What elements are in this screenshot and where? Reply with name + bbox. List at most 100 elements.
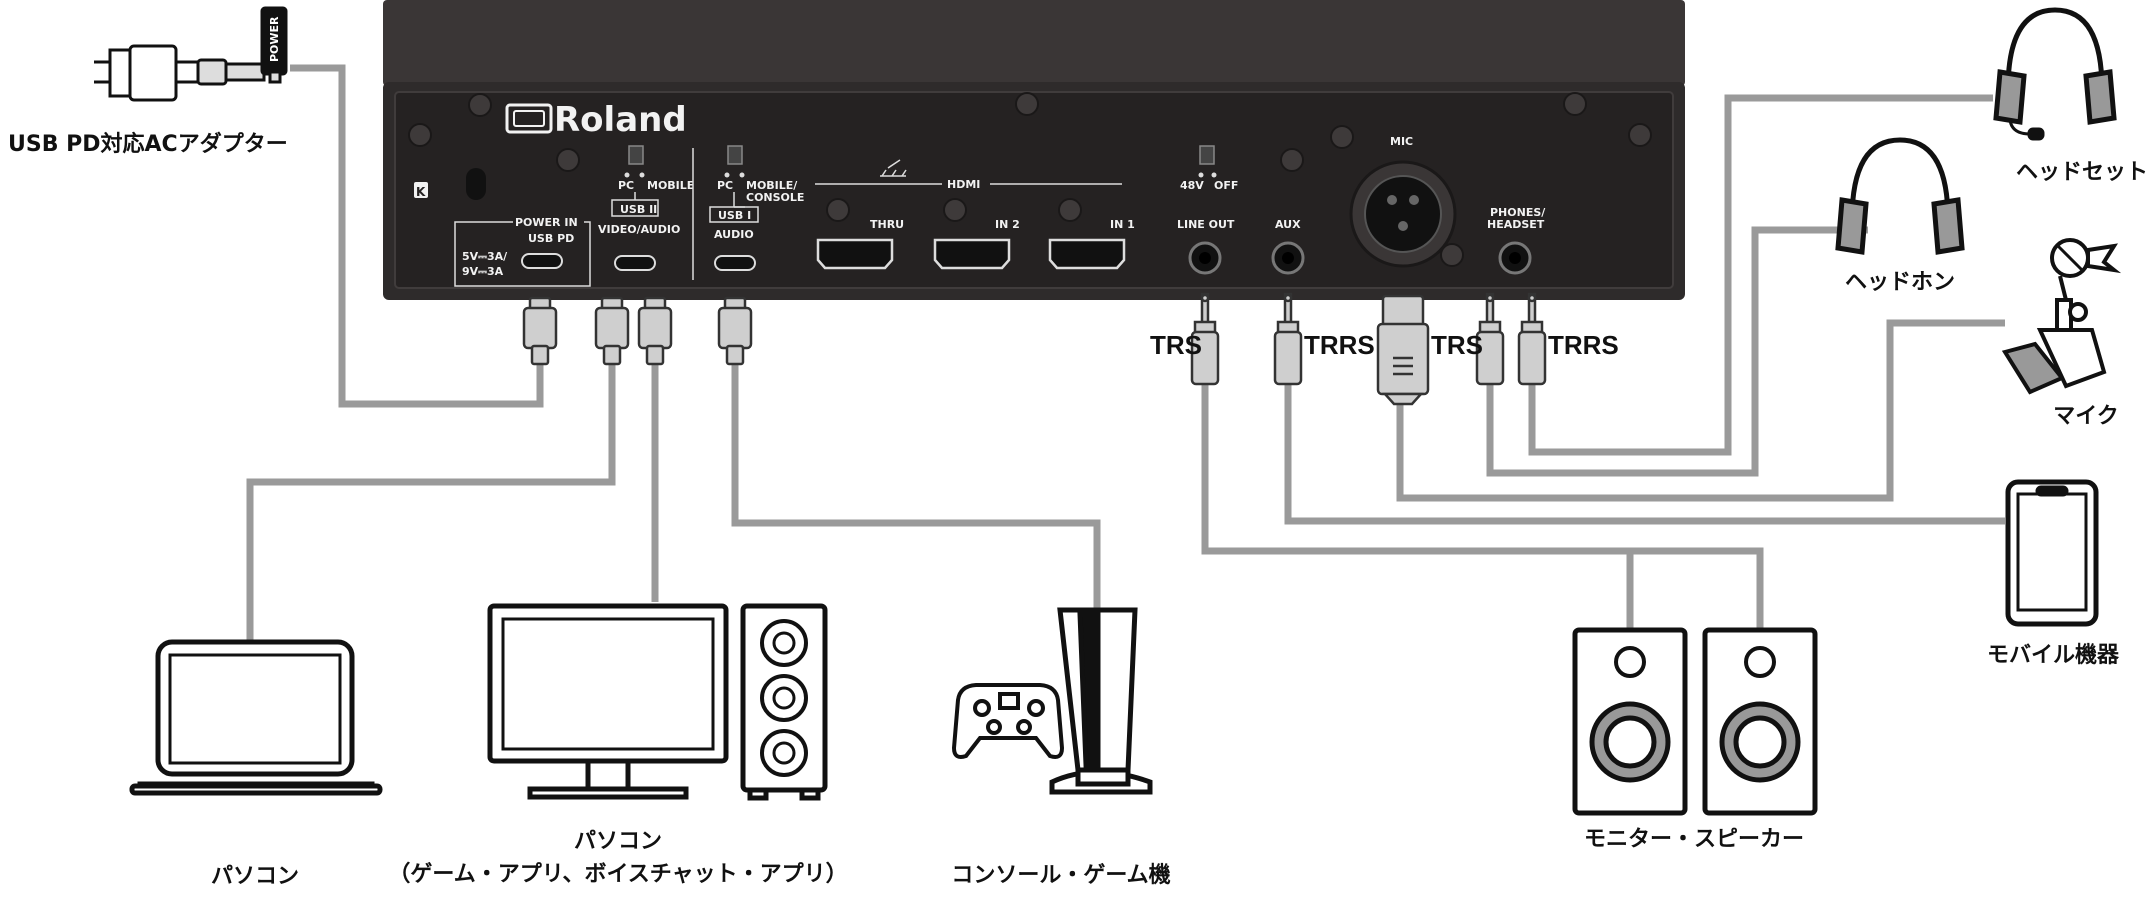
lineout-cable <box>1201 383 1764 628</box>
svg-text:HEADSET: HEADSET <box>1487 218 1545 231</box>
usb-c-plug-usb2-a <box>594 296 630 366</box>
headphones-label: ヘッドホン <box>1845 270 1955 295</box>
ac-adapter-icon: POWER <box>94 6 288 102</box>
screw <box>1280 148 1304 172</box>
svg-text:POWER IN: POWER IN <box>515 216 578 229</box>
svg-text:PHONES/: PHONES/ <box>1490 206 1546 219</box>
usb-plugs <box>522 296 753 366</box>
usb2-section: PC MOBILE USB II VIDEO/AUDIO <box>598 145 694 280</box>
svg-text:5V⎓3A/: 5V⎓3A/ <box>462 250 508 263</box>
usb-c-port-usb1 <box>714 255 756 271</box>
console-label: コンソール・ゲーム機 <box>951 863 1170 888</box>
trrs-label-headset: TRRS <box>1548 330 1619 360</box>
usb-c-port-usb2 <box>614 255 656 271</box>
usb-c-plug-usb1 <box>717 296 753 366</box>
mobile-device-icon <box>2005 479 2099 627</box>
power-in-section: POWER IN USB PD 5V⎓3A/ 9V⎓3A <box>454 216 591 287</box>
trs-label-line-out: TRS <box>1150 330 1202 360</box>
power-tag: POWER <box>268 16 281 62</box>
monitor-speakers-icon <box>1572 627 1818 816</box>
svg-text:K: K <box>416 185 426 199</box>
desktop-label: パソコン <box>574 829 662 854</box>
usb1-section: PC MOBILE/ CONSOLE USB I AUDIO <box>709 145 804 271</box>
usb-c-plug-power <box>522 296 558 366</box>
headset-label: ヘッドセット <box>2016 160 2148 185</box>
svg-text:THRU: THRU <box>870 218 904 231</box>
svg-text:USB I: USB I <box>718 209 751 222</box>
mobile-label: モバイル機器 <box>1987 643 2120 668</box>
svg-text:PC: PC <box>618 179 634 192</box>
mobile-console-switch <box>727 145 743 165</box>
svg-text:OFF: OFF <box>1214 179 1238 192</box>
kensington-lock-icon: K <box>414 168 486 200</box>
svg-text:HDMI: HDMI <box>947 178 980 191</box>
usb-c-port-power <box>521 253 563 269</box>
ground-icon <box>880 159 907 177</box>
screw <box>556 148 580 172</box>
power-cable <box>290 64 544 408</box>
svg-text:Roland: Roland <box>554 100 687 140</box>
svg-text:LINE OUT: LINE OUT <box>1177 218 1235 231</box>
trrs-label-aux: TRRS <box>1304 330 1375 360</box>
mixer-device: Roland K POWER IN USB PD 5V⎓3A/ 9V⎓3A PC… <box>383 0 1685 300</box>
pc-mobile-switch <box>628 145 644 165</box>
phones-cable <box>1486 226 1868 477</box>
svg-text:IN 1: IN 1 <box>1110 218 1135 231</box>
screw <box>1330 125 1354 149</box>
svg-text:IN 2: IN 2 <box>995 218 1020 231</box>
rear-panel-inset <box>394 91 1674 289</box>
desktop-pc-icon <box>487 603 729 800</box>
audio-plugs <box>1190 292 1547 406</box>
mic-label: マイク <box>2053 404 2119 429</box>
screw <box>468 93 492 117</box>
game-controller-icon <box>951 683 1065 759</box>
screw <box>1563 92 1587 116</box>
trs-plug-phones <box>1475 292 1505 386</box>
laptop-cable <box>246 360 616 640</box>
svg-text:CONSOLE: CONSOLE <box>746 191 804 204</box>
trrs-plug-aux <box>1273 292 1303 386</box>
svg-text:USB PD: USB PD <box>528 232 574 245</box>
svg-text:VIDEO/AUDIO: VIDEO/AUDIO <box>598 223 680 236</box>
svg-text:USB II: USB II <box>620 203 657 216</box>
hdmi-thru-port <box>816 238 894 270</box>
console-cable <box>731 360 1101 610</box>
speakers-label: モニター・スピーカー <box>1584 827 1804 852</box>
laptop-icon <box>129 639 383 796</box>
desktop-sublabel: （ゲーム・アプリ、ボイスチャット・アプリ） <box>388 862 847 887</box>
svg-text:MIC: MIC <box>1390 135 1413 148</box>
trrs-plug-headset <box>1517 292 1547 386</box>
aux-cable <box>1284 383 2005 525</box>
hdmi-in1-port <box>1048 238 1126 270</box>
line-out-aux-section: LINE OUT AUX <box>1177 218 1305 275</box>
ac-adapter-label: USB PD対応ACアダプター <box>8 131 288 157</box>
trs-plug-line-out <box>1190 292 1220 386</box>
phantom-power-switch: 48V OFF <box>1180 145 1238 192</box>
headset-icon <box>1993 7 2117 141</box>
screw <box>1628 123 1652 147</box>
svg-text:MOBILE/: MOBILE/ <box>746 179 798 192</box>
hdmi-in2-port <box>933 238 1011 270</box>
microphone-icon <box>2001 238 2122 395</box>
svg-text:PC: PC <box>717 179 733 192</box>
headphones-icon <box>1835 137 1965 255</box>
laptop-label: パソコン <box>211 864 299 889</box>
cables <box>246 64 2005 640</box>
svg-text:48V: 48V <box>1180 179 1204 192</box>
screw <box>408 123 432 147</box>
hdmi-section: HDMI THRU IN 2 IN 1 <box>815 159 1135 270</box>
headset-cable <box>1528 94 1993 456</box>
roland-logo: Roland <box>505 100 687 140</box>
trs-label-phones: TRS <box>1431 330 1483 360</box>
mic-cable <box>1396 319 2005 502</box>
device-top <box>383 0 1685 86</box>
svg-text:MOBILE: MOBILE <box>647 179 694 192</box>
svg-text:9V⎓3A: 9V⎓3A <box>462 265 504 278</box>
game-console-icon <box>1049 607 1153 795</box>
svg-text:AUX: AUX <box>1275 218 1301 231</box>
security-slot <box>466 168 486 200</box>
xlr-plug-mic <box>1376 294 1430 406</box>
usb-c-plug-usb2-b <box>637 296 673 366</box>
phones-section: PHONES/ HEADSET <box>1487 206 1546 275</box>
